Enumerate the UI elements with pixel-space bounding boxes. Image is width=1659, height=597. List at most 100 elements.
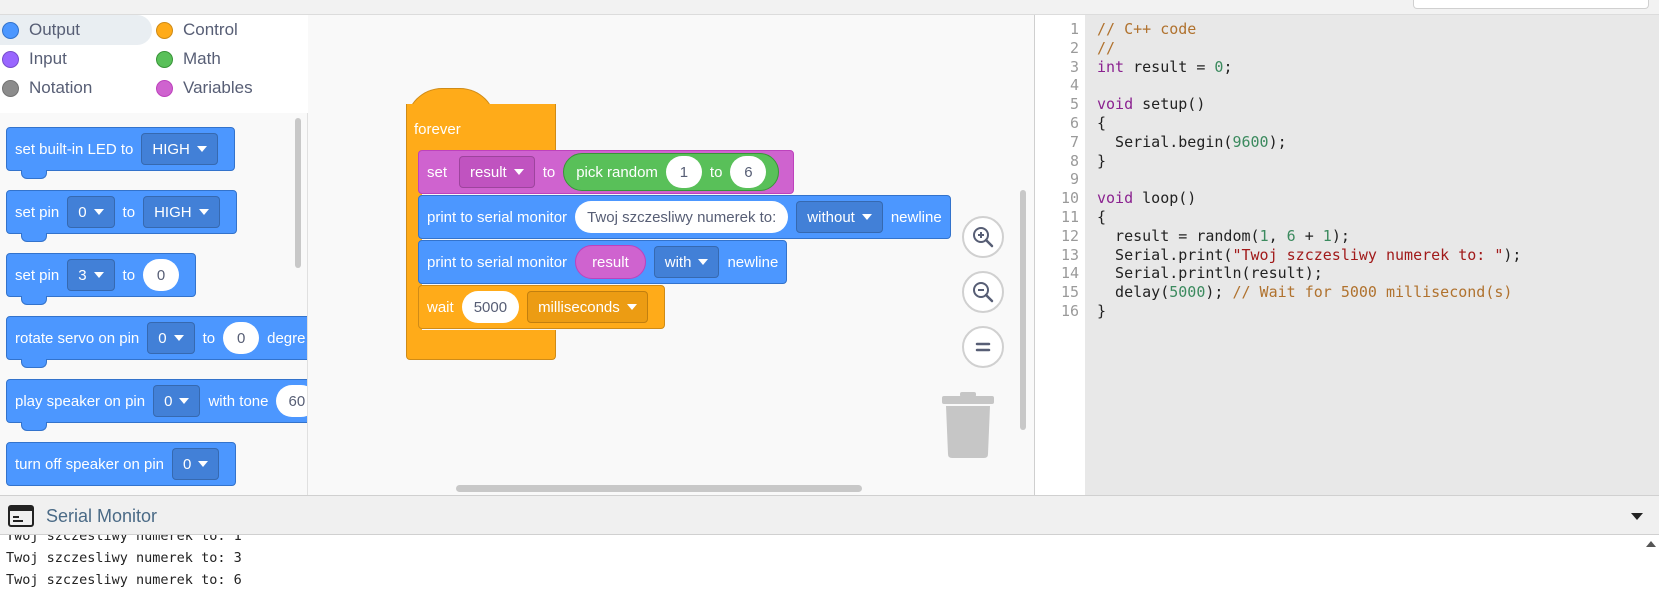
output-category-icon	[2, 21, 19, 39]
equals-icon	[975, 342, 991, 352]
code-line[interactable]: {	[1097, 208, 1107, 226]
block-label-to: to	[122, 266, 136, 284]
serial-monitor-header[interactable]: Serial Monitor	[0, 495, 1659, 535]
speaker-pin-dropdown[interactable]: 0	[153, 385, 201, 417]
code-line[interactable]: }	[1097, 151, 1107, 170]
trash-can-icon[interactable]	[942, 390, 994, 465]
pin-state-dropdown[interactable]: HIGH	[143, 196, 220, 228]
block-label-to: to	[202, 329, 216, 347]
input-category-icon	[2, 50, 19, 68]
workspace-vertical-scrollbar[interactable]	[1020, 190, 1026, 430]
zoom-out-button[interactable]	[962, 271, 1004, 313]
forever-block-bottom	[406, 330, 556, 360]
palette-block-turn-off-speaker[interactable]: turn off speaker on pin 0	[6, 442, 237, 486]
servo-pin-dropdown[interactable]: 0	[147, 322, 195, 354]
code-line[interactable]: Serial.print("Twoj szczesliwy numerek to…	[1097, 245, 1522, 264]
code-line[interactable]: Serial.begin(9600);	[1097, 132, 1287, 151]
serial-monitor-icon	[8, 505, 34, 527]
caret-down-icon	[196, 146, 207, 152]
forever-block-arm	[406, 150, 422, 330]
led-state-dropdown[interactable]: HIGH	[141, 133, 218, 165]
category-input[interactable]: Input	[0, 44, 67, 74]
print-serial-block-1[interactable]: print to serial monitor Twoj szczesliwy …	[418, 195, 951, 239]
zoom-out-icon	[973, 282, 994, 303]
code-line[interactable]: // C++ code	[1097, 20, 1197, 38]
top-right-panel-edge	[1413, 0, 1649, 9]
block-palette: set built-in LED to HIGH set pin 0 to HI…	[0, 113, 308, 495]
palette-block-set-pin-digital[interactable]: set pin 0 to HIGH	[6, 190, 237, 242]
block-categories: Output Control Input Math Notation Varia…	[0, 15, 308, 113]
palette-scrollbar[interactable]	[295, 118, 301, 268]
code-line[interactable]: //	[1097, 38, 1116, 57]
newline-mode-dropdown[interactable]: without	[796, 201, 883, 233]
print-serial-block-2[interactable]: print to serial monitor result with newl…	[418, 240, 788, 284]
zoom-reset-button[interactable]	[962, 326, 1004, 368]
block-notch	[21, 422, 47, 431]
block-label: play speaker on pin	[15, 392, 146, 410]
block-label: set	[427, 163, 448, 181]
serial-monitor-title: Serial Monitor	[46, 506, 158, 526]
pin-value-input[interactable]: 0	[143, 259, 180, 291]
block-label: set built-in LED to	[15, 140, 134, 158]
line-number: 10	[1060, 189, 1079, 208]
code-line[interactable]: {	[1097, 114, 1107, 132]
variable-dropdown[interactable]: result	[459, 156, 535, 188]
line-number: 1	[1069, 20, 1079, 38]
palette-block-set-led[interactable]: set built-in LED to HIGH	[6, 127, 235, 179]
code-line[interactable]: Serial.println(result);	[1097, 264, 1323, 283]
category-label: Control	[183, 20, 238, 39]
speaker-off-pin-dropdown[interactable]: 0	[172, 448, 220, 480]
random-to-input[interactable]: 6	[730, 156, 767, 188]
code-line[interactable]: delay(5000); // Wait for 5000 millisecon…	[1097, 283, 1513, 302]
wait-duration-input[interactable]: 5000	[461, 291, 520, 323]
palette-block-rotate-servo[interactable]: rotate servo on pin 0 to 0 degre	[6, 316, 307, 368]
newline-mode-dropdown[interactable]: with	[653, 246, 720, 278]
block-label-newline: newline	[890, 208, 942, 226]
top-toolbar-strip	[0, 0, 1659, 15]
print-text-input[interactable]: Twoj szczesliwy numerek to:	[575, 201, 789, 233]
line-number: 4	[1069, 76, 1079, 95]
code-line[interactable]: void loop()	[1097, 189, 1197, 208]
line-number: 7	[1069, 132, 1079, 151]
code-line[interactable]: result = random(1, 6 + 1);	[1097, 226, 1350, 245]
block-label-newline: newline	[727, 253, 779, 271]
dropdown-value: 0	[158, 329, 167, 347]
line-number: 2	[1069, 38, 1079, 57]
code-line[interactable]: void setup()	[1097, 95, 1206, 114]
zoom-in-button[interactable]	[962, 216, 1004, 258]
category-label: Variables	[183, 78, 253, 97]
pin-dropdown[interactable]: 3	[67, 259, 115, 291]
code-line[interactable]: int result = 0;	[1097, 57, 1233, 76]
category-control[interactable]: Control	[154, 15, 238, 45]
palette-block-set-pin-analog[interactable]: set pin 3 to 0	[6, 253, 197, 305]
caret-down-icon	[698, 259, 709, 265]
line-number: 15	[1060, 283, 1079, 302]
block-label-tone: with tone	[208, 392, 269, 410]
scroll-up-arrow-icon[interactable]	[1646, 541, 1656, 547]
set-variable-block[interactable]: set result to pick random 1 to 6	[418, 150, 795, 194]
category-variables[interactable]: Variables	[154, 73, 253, 103]
collapse-serial-icon[interactable]	[1631, 513, 1643, 520]
workspace-horizontal-scrollbar[interactable]	[456, 485, 862, 492]
control-category-icon	[156, 21, 173, 39]
servo-angle-input[interactable]: 0	[223, 322, 260, 354]
block-label: pick random	[576, 163, 658, 181]
caret-down-icon	[173, 335, 184, 341]
code-line[interactable]: }	[1097, 302, 1107, 320]
variable-reporter-result[interactable]: result	[575, 245, 646, 279]
category-output[interactable]: Output	[0, 15, 152, 45]
category-math[interactable]: Math	[154, 44, 221, 74]
palette-block-play-speaker[interactable]: play speaker on pin 0 with tone 60	[6, 379, 307, 431]
time-unit-dropdown[interactable]: milliseconds	[527, 291, 648, 323]
dropdown-value: result	[470, 163, 507, 181]
tone-input[interactable]: 60	[276, 385, 307, 417]
category-notation[interactable]: Notation	[0, 73, 92, 103]
pin-dropdown[interactable]: 0	[67, 196, 115, 228]
wait-block[interactable]: wait 5000 milliseconds	[418, 285, 665, 329]
random-from-input[interactable]: 1	[665, 156, 702, 188]
forever-block[interactable]	[406, 104, 556, 152]
pick-random-block[interactable]: pick random 1 to 6	[563, 153, 780, 191]
line-number: 8	[1069, 151, 1079, 170]
block-label-to: to	[709, 163, 723, 181]
